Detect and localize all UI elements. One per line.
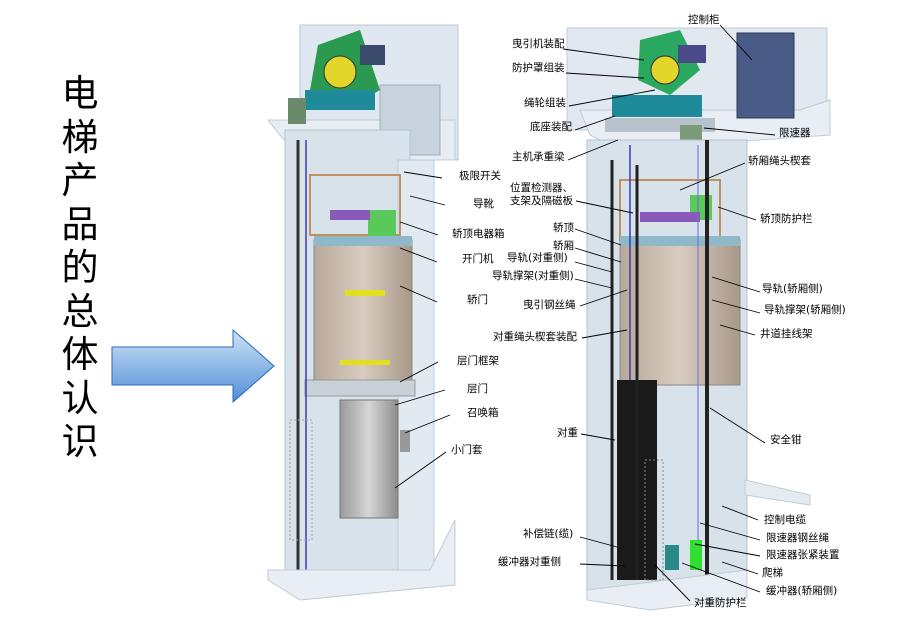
title-char: 体 — [61, 333, 99, 376]
label-traction-rope: 曳引钢丝绳 — [523, 299, 576, 311]
label-rail-bracket-car: 导轨撑架(轿厢侧) — [764, 304, 846, 316]
label-small-door-jamb: 小门套 — [451, 444, 483, 456]
label-sheave: 绳轮组装 — [524, 97, 566, 109]
title-char: 总 — [61, 289, 99, 333]
title-char: 产 — [61, 159, 99, 202]
label-base: 底座装配 — [530, 121, 572, 133]
label-main-beam: 主机承重梁 — [512, 151, 565, 163]
label-rail-cw: 导轨(对重侧) — [507, 252, 568, 264]
label-shaft-cable-hanger: 井道挂线架 — [760, 328, 813, 340]
label-rail-bracket-cw: 导轨撑架(对重侧) — [492, 270, 574, 282]
right-elevator-illustration — [566, 27, 831, 611]
label-counterweight: 对重 — [557, 427, 578, 439]
label-governor-rope: 限速器钢丝绳 — [766, 532, 829, 544]
label-landing-door-frame: 层门框架 — [457, 355, 499, 367]
label-position-detector: 位置检测器、 — [510, 182, 573, 194]
label-governor-tension: 限速器张紧装置 — [766, 549, 840, 561]
label-call-box: 召唤箱 — [467, 407, 499, 419]
label-buffer-car: 缓冲器(轿厢侧) — [766, 585, 838, 597]
title-char: 品 — [61, 202, 99, 246]
label-car-top: 轿顶 — [553, 222, 574, 234]
label-rail-car: 导轨(轿厢侧) — [762, 283, 823, 295]
label-traction-machine: 曳引机装配 — [512, 38, 565, 50]
label-car-top-guard: 轿顶防护栏 — [760, 213, 813, 225]
label-car: 轿厢 — [553, 240, 574, 252]
label-guide-shoe: 导靴 — [473, 198, 494, 210]
label-position-detector-bracket: 支架及隔磁板 — [510, 195, 573, 207]
label-cw-guard: 对重防护栏 — [694, 597, 747, 609]
label-car-door: 轿门 — [467, 294, 488, 306]
label-compensation-chain: 补偿链(缆) — [523, 528, 574, 540]
title-char: 识 — [61, 420, 99, 463]
title-char: 的 — [61, 246, 99, 289]
label-cw-rope-socket: 对重绳头楔套装配 — [493, 331, 577, 343]
label-guard-cover: 防护罩组装 — [512, 62, 565, 74]
label-buffer-cw: 缓冲器对重侧 — [498, 556, 561, 568]
title-char: 电 — [61, 72, 99, 115]
label-door-operator: 开门机 — [462, 253, 494, 265]
label-safety-gear: 安全钳 — [770, 434, 802, 446]
leader-lines — [394, 24, 776, 602]
title-char: 认 — [61, 376, 99, 420]
label-limit-switch: 极限开关 — [459, 170, 501, 182]
label-control-cable: 控制电缆 — [764, 514, 806, 526]
label-control-cabinet: 控制柜 — [688, 14, 720, 26]
label-governor: 限速器 — [779, 127, 811, 139]
label-car-rope-socket: 轿厢绳头楔套 — [748, 155, 811, 167]
label-car-top-box: 轿顶电器箱 — [452, 228, 505, 240]
title-char: 梯 — [61, 115, 99, 159]
vertical-title: 电 梯 产 品 的 总 体 认 识 — [58, 72, 102, 464]
arrow-icon — [111, 328, 275, 404]
label-landing-door: 层门 — [467, 383, 488, 395]
left-elevator-illustration — [266, 24, 459, 601]
label-ladder: 爬梯 — [762, 567, 783, 579]
